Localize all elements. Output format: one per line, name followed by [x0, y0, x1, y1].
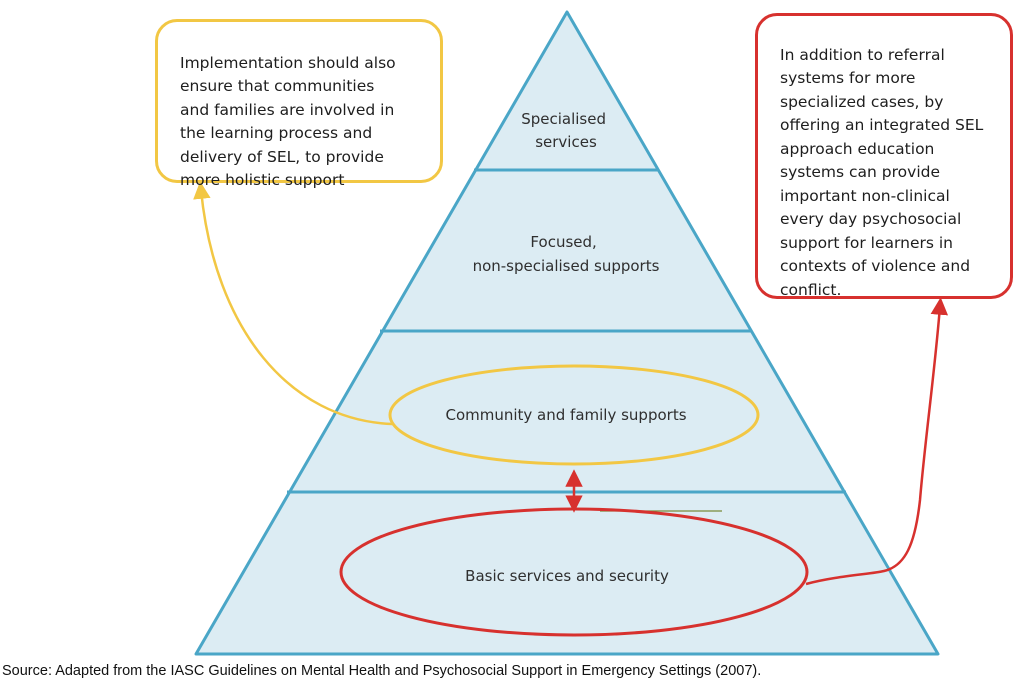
callout-left-text: Implementation should also ensure that c…	[180, 53, 396, 190]
callout-community-involvement: Implementation should also ensure that c…	[155, 19, 443, 189]
tier-label-focused: Focused, non-specialised supports	[473, 233, 660, 275]
tier-label-specialised: Specialised services	[521, 110, 611, 151]
callout-integrated-sel: In addition to referral systems for more…	[755, 13, 1013, 299]
yellow-connector-arrow	[193, 181, 393, 426]
source-note: Source: Adapted from the IASC Guidelines…	[2, 663, 762, 679]
community-highlight-ellipse	[388, 364, 760, 466]
red-connector-arrow	[805, 297, 949, 586]
tier-label-basic-services: Basic services and security	[465, 567, 669, 585]
tier-label-community: Community and family supports	[445, 406, 686, 424]
callout-right-text: In addition to referral systems for more…	[780, 45, 984, 299]
